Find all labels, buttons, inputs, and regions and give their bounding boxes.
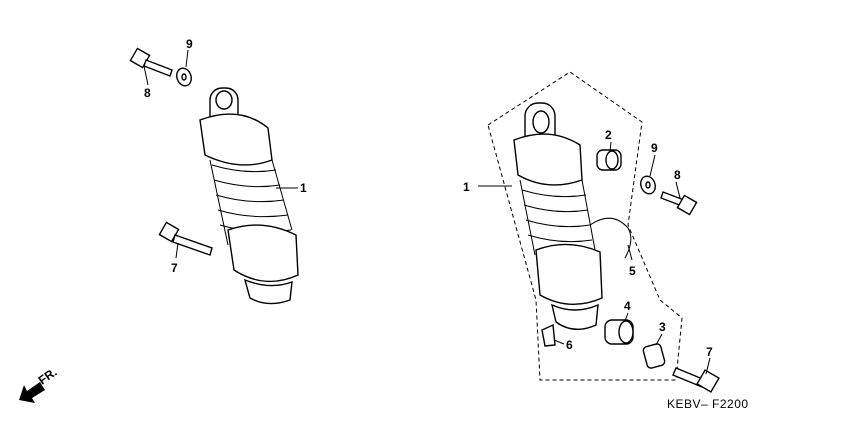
left-washer-9 [176,67,192,87]
bushing-2 [596,149,622,171]
right-bolt-8 [660,191,698,216]
callout-right-5: 5 [629,264,636,278]
callout-right-6: 6 [566,338,573,352]
diagram-code: KEBV– F2200 [667,397,749,411]
callout-left-7: 7 [171,261,178,275]
right-bolt-7 [672,367,720,393]
bushing-4 [604,319,634,345]
stopper-6 [541,323,556,347]
assembly-outline [487,71,683,381]
callout-left-8: 8 [144,86,151,100]
callout-right-3: 3 [659,320,666,334]
right-washer-9 [640,175,656,195]
left-bolt-8 [129,47,173,77]
callout-right-2: 2 [605,128,612,142]
callout-right-4: 4 [624,299,631,313]
front-arrow-icon: FR. [19,365,60,403]
callout-right-9: 9 [651,141,658,155]
clip-5 [589,217,632,259]
left-shock-absorber [199,87,299,305]
callout-left-1: 1 [300,181,307,195]
callout-left-9: 9 [186,37,193,51]
collar-3 [642,343,666,369]
callout-right-1: 1 [463,180,470,194]
right-shock-absorber [513,102,603,330]
callout-right-7: 7 [706,345,713,359]
callout-right-8: 8 [674,168,681,182]
left-bolt-7 [158,221,213,256]
